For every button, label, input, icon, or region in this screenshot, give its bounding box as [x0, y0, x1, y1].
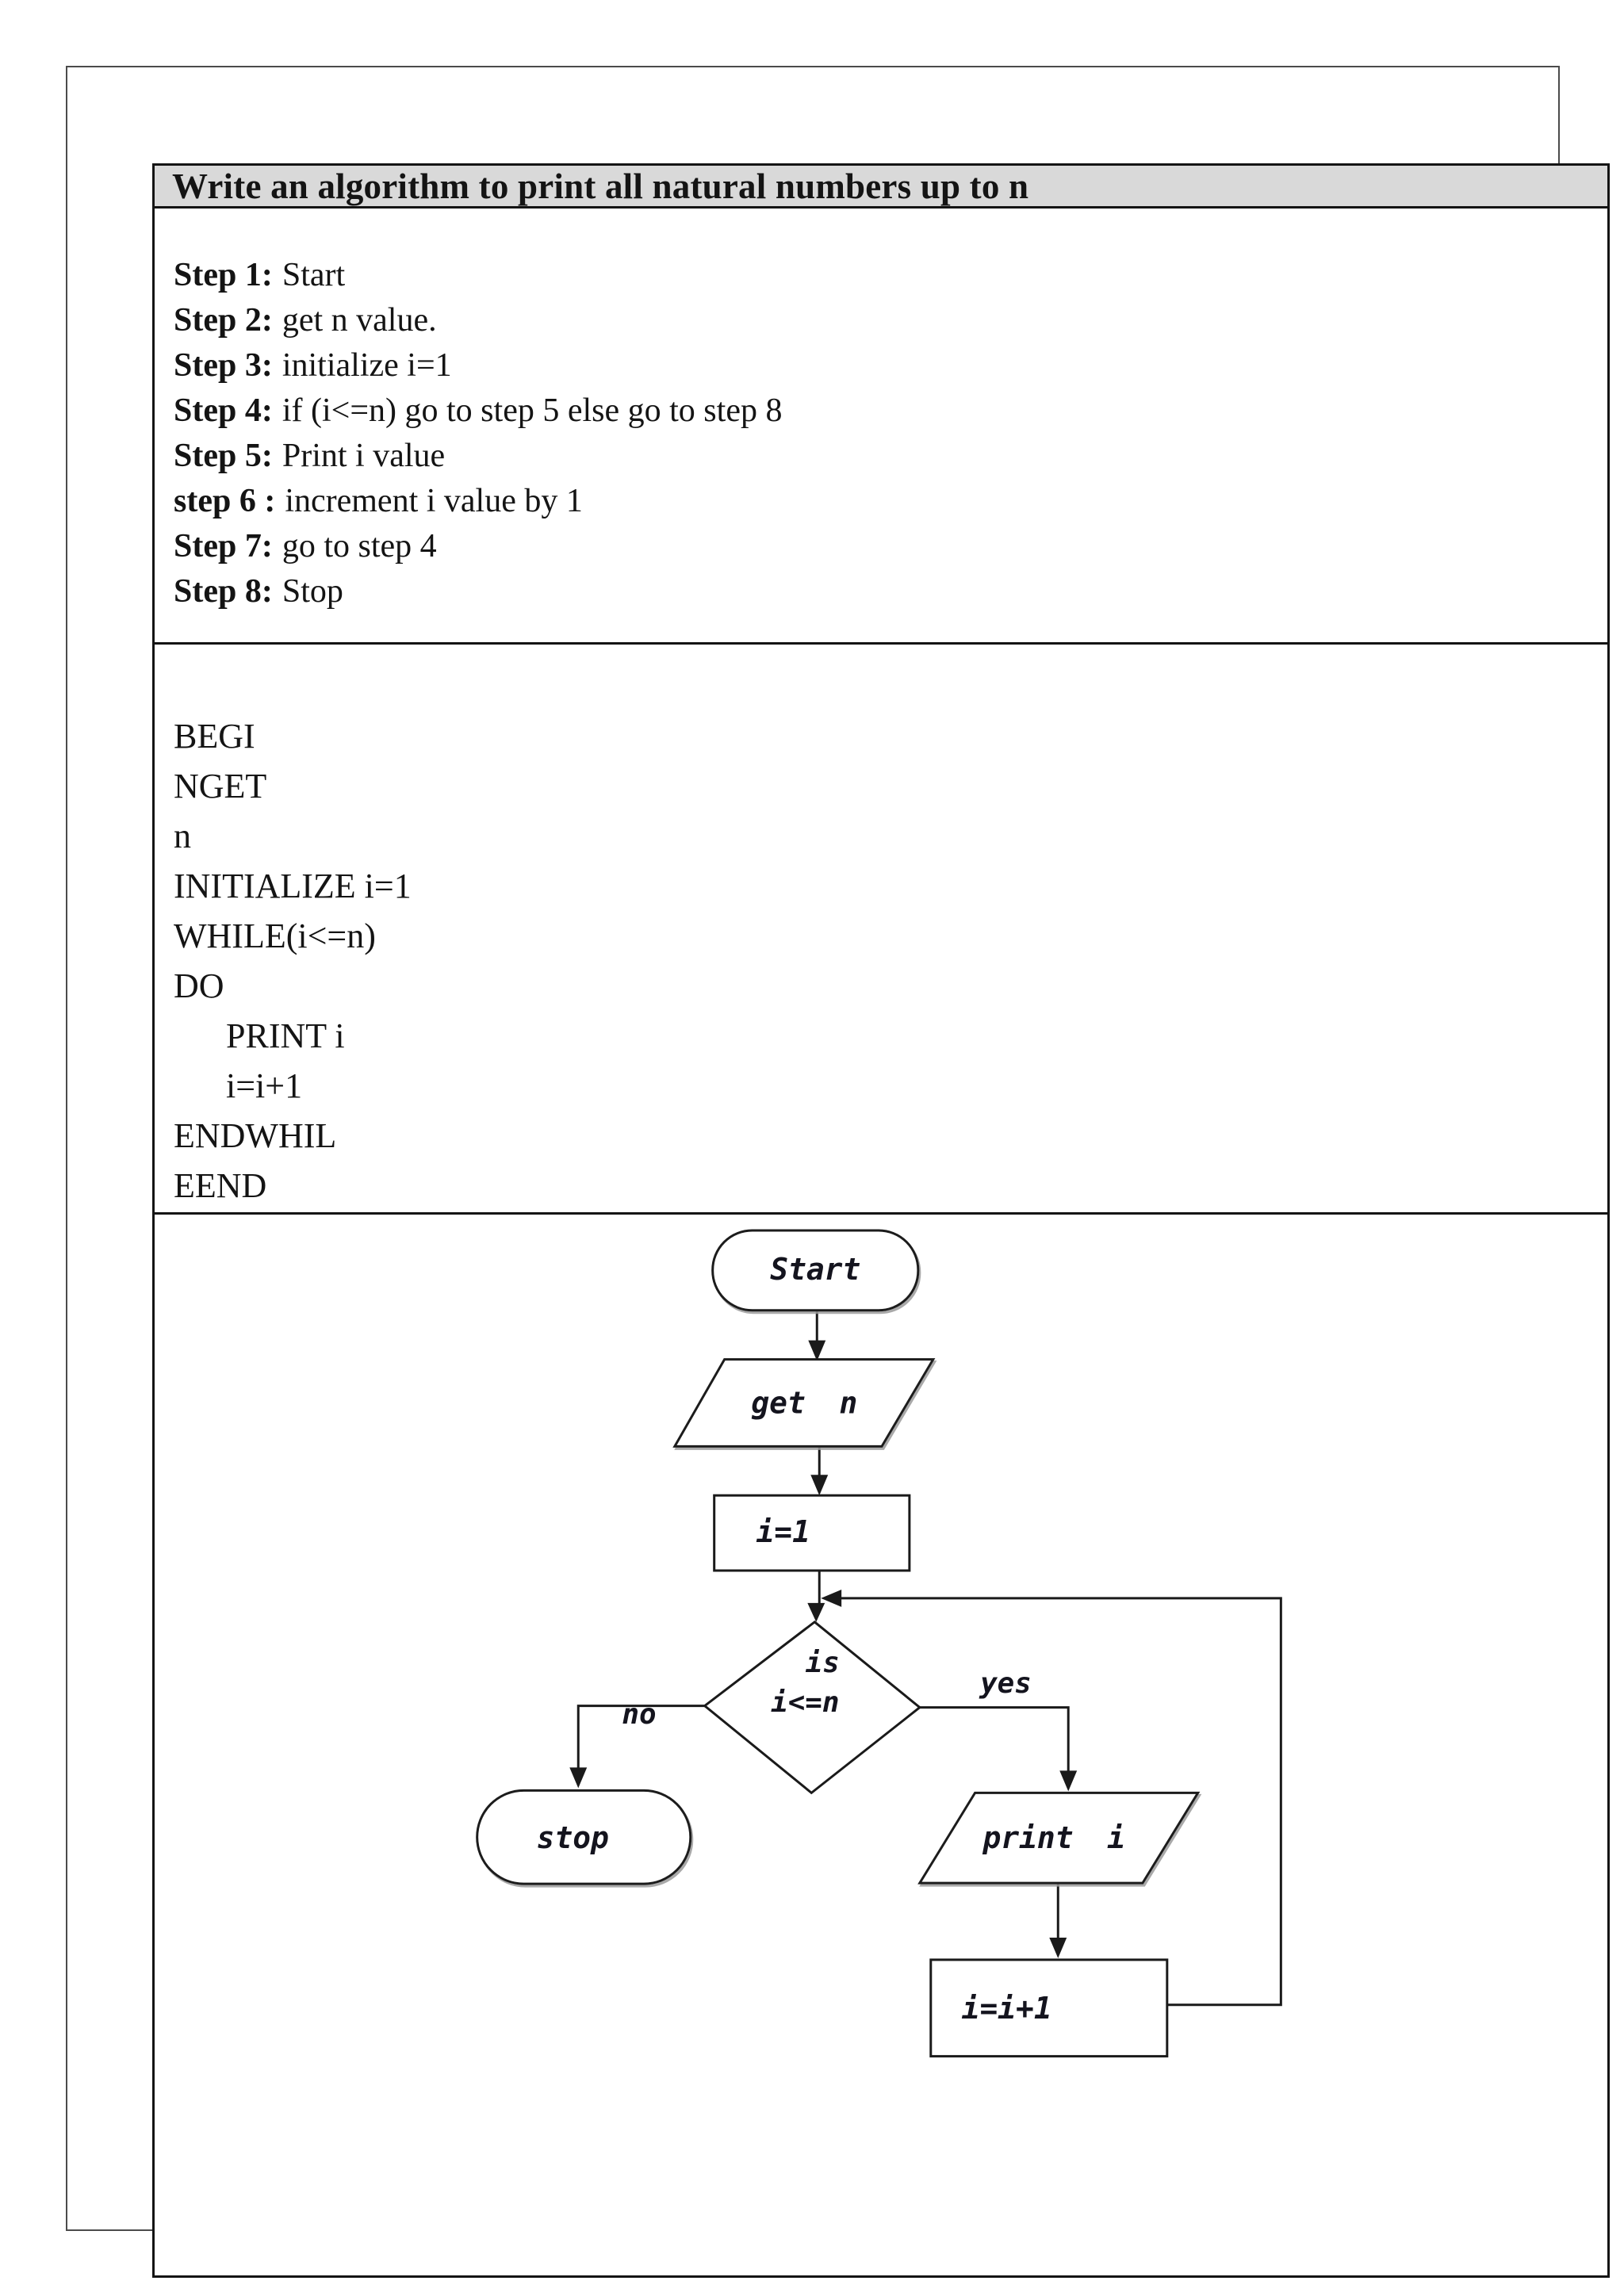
start-label: Start: [770, 1252, 860, 1287]
step-line: Step 4:if (i<=n) go to step 5 else go to…: [174, 388, 1607, 434]
page-border-frame: Write an algorithm to print all natural …: [66, 66, 1610, 2278]
step-line: Step 2:get n value.: [174, 298, 1607, 343]
question-title: Write an algorithm to print all natural …: [172, 166, 1029, 206]
step-text: go to step 4: [282, 528, 437, 564]
pseudocode-line: INITIALIZE i=1: [174, 867, 412, 905]
step-label: Step 1:: [174, 257, 273, 293]
flow-connectors: [569, 1310, 1282, 2007]
pseudocode-line: ENDWHIL: [174, 1116, 337, 1155]
decision-diamond-shape: [703, 1620, 922, 1795]
question-header-bar: Write an algorithm to print all natural …: [152, 163, 1610, 209]
flowchart-diagram: Start get n i=1 is i<=n no yes stop: [476, 1229, 1282, 2058]
init-rectangle-shape: [713, 1494, 911, 1572]
pseudocode-line: EEND: [174, 1166, 267, 1205]
pseudocode-cell: BEGI NGET n INITIALIZE i=1 WHILE(i<=n) D…: [152, 645, 1610, 1215]
step-label: Step 4:: [174, 392, 273, 429]
step-text: Stop: [282, 573, 343, 610]
input-label: get n: [751, 1385, 857, 1420]
step-label: Step 5:: [174, 438, 273, 474]
stop-label: stop: [537, 1820, 609, 1855]
init-label: i=1: [756, 1514, 810, 1549]
step-line: Step 8:Stop: [174, 569, 1607, 614]
step-text: initialize i=1: [282, 347, 452, 384]
pseudocode-line: n: [174, 817, 191, 855]
start-terminator-shape: [711, 1229, 920, 1312]
step-label: step 6 :: [174, 483, 276, 519]
step-line: Step 5:Print i value: [174, 434, 1607, 479]
pseudocode-line: i=i+1: [226, 1066, 303, 1105]
flowchart-cell: Start get n i=1 is i<=n no yes stop: [152, 1215, 1610, 2278]
output-label: print i: [982, 1820, 1125, 1855]
step-line: Step 3:initialize i=1: [174, 343, 1607, 388]
pseudocode-line: WHILE(i<=n): [174, 916, 376, 955]
step-label: Step 2:: [174, 302, 273, 339]
yes-branch-label: yes: [979, 1667, 1032, 1700]
step-text: if (i<=n) go to step 5 else go to step 8: [282, 392, 783, 429]
pseudocode-line: NGET: [174, 767, 267, 806]
no-branch-label: no: [622, 1698, 656, 1731]
step-line: Step 1:Start: [174, 253, 1607, 298]
step-text: increment i value by 1: [285, 483, 583, 519]
increment-label: i=i+1: [962, 1991, 1052, 2026]
step-label: Step 8:: [174, 573, 273, 610]
step-line: step 6 :increment i value by 1: [174, 479, 1607, 524]
algorithm-steps-cell: Step 1:Start Step 2:get n value. Step 3:…: [152, 209, 1610, 645]
decision-label-line1: is: [806, 1647, 840, 1679]
decision-label-line2: i<=n: [771, 1686, 839, 1719]
step-line: Step 7:go to step 4: [174, 524, 1607, 569]
pseudocode-line: DO: [174, 966, 224, 1005]
step-text: Print i value: [282, 438, 446, 474]
output-parallelogram-shape: [917, 1791, 1201, 1885]
input-parallelogram-shape: [672, 1358, 936, 1448]
step-label: Step 7:: [174, 528, 273, 564]
pseudocode-line: PRINT i: [226, 1016, 345, 1055]
step-text: get n value.: [282, 302, 437, 339]
step-label: Step 3:: [174, 347, 273, 384]
increment-rectangle-shape: [929, 1958, 1169, 2058]
stop-terminator-shape: [476, 1789, 692, 1885]
step-text: Start: [282, 257, 346, 293]
pseudocode-line: BEGI: [174, 717, 255, 756]
